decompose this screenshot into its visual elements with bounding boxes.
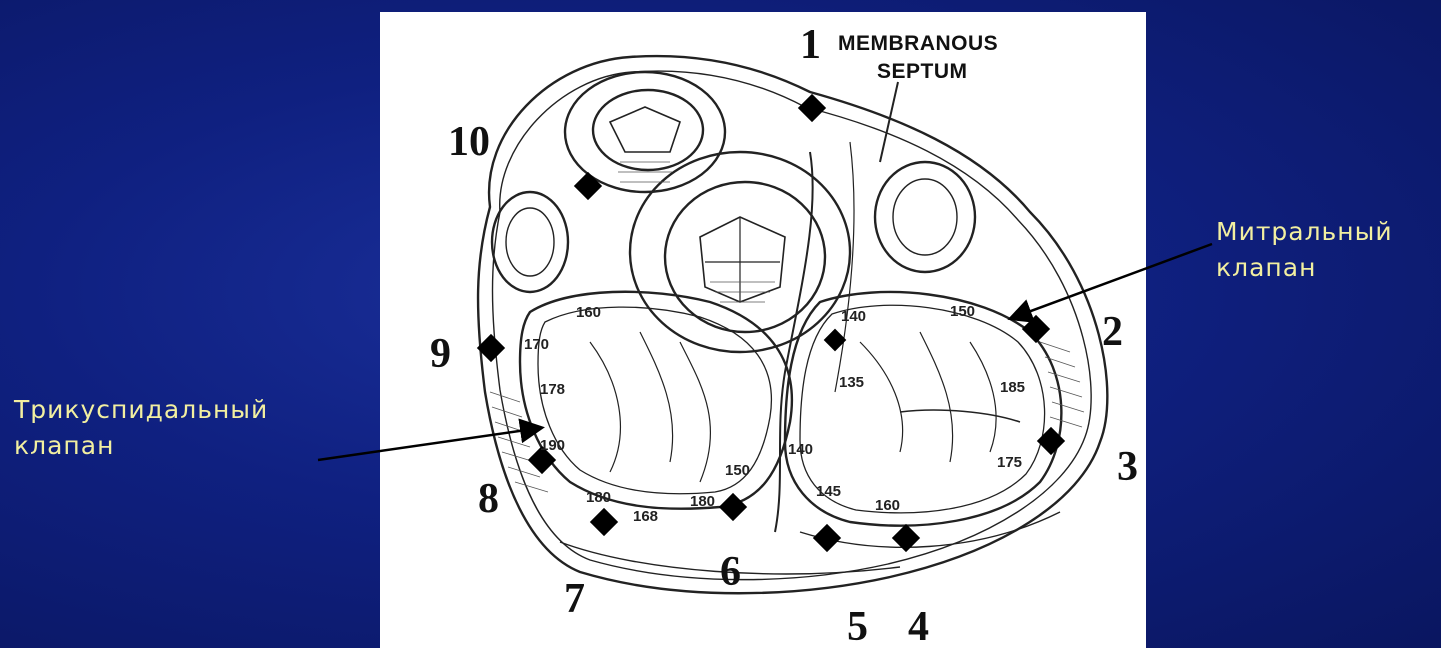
ref-number-9: 9 xyxy=(430,331,451,377)
measure-mitral-8: 135 xyxy=(839,374,864,391)
diamond-marker-2 xyxy=(1022,315,1050,343)
membranous-label-line1: MEMBRANOUS xyxy=(838,32,998,55)
mitral-label-line2: клапан xyxy=(1216,250,1393,286)
measure-mitral-1: 140 xyxy=(788,441,813,458)
measure-mitral-5: 185 xyxy=(1000,379,1025,396)
diamond-marker-6 xyxy=(719,493,747,521)
ref-number-2: 2 xyxy=(1102,309,1123,355)
ref-number-8: 8 xyxy=(478,476,499,522)
mitral-label-line1: Митральный xyxy=(1216,214,1393,250)
ref-number-6: 6 xyxy=(720,549,741,595)
measure-mitral-2: 145 xyxy=(816,483,841,500)
measure-tricuspid-top: 160 xyxy=(576,304,601,321)
measure-mitral-4: 175 xyxy=(997,454,1022,471)
measure-tricuspid-3: 190 xyxy=(540,437,565,454)
tricuspid-annulus xyxy=(520,292,792,509)
measure-mitral-6: 150 xyxy=(950,303,975,320)
ref-number-4: 4 xyxy=(908,604,929,648)
diamond-marker-5 xyxy=(813,524,841,552)
ref-number-3: 3 xyxy=(1117,444,1138,490)
measure-mitral-7: 140 xyxy=(841,308,866,325)
measure-mitral-3: 160 xyxy=(875,497,900,514)
tricuspid-label-line2: клапан xyxy=(14,428,268,464)
heart-valves-drawing: MEMBRANOUS SEPTUM 1 2 3 4 5 6 7 8 9 10 1… xyxy=(380,12,1146,648)
measure-tricuspid-2: 178 xyxy=(540,381,565,398)
ref-number-1: 1 xyxy=(800,22,821,68)
diamond-marker-7 xyxy=(590,508,618,536)
tricuspid-valve-label: Трикуспидальный клапан xyxy=(14,392,268,464)
ref-number-7: 7 xyxy=(564,576,585,622)
measure-tricuspid-1: 170 xyxy=(524,336,549,353)
membranous-pointer xyxy=(880,82,898,162)
diamond-marker-10 xyxy=(574,172,602,200)
measure-tricuspid-7: 150 xyxy=(725,462,750,479)
mitral-valve-label: Митральный клапан xyxy=(1216,214,1393,286)
ref-number-10: 10 xyxy=(448,119,490,165)
membranous-label-line2: SEPTUM xyxy=(877,60,968,83)
tricuspid-label-line1: Трикуспидальный xyxy=(14,392,268,428)
heart-outline xyxy=(478,56,1107,593)
measure-tricuspid-6: 180 xyxy=(690,493,715,510)
ref-number-5: 5 xyxy=(847,604,868,648)
measure-tricuspid-5: 168 xyxy=(633,508,658,525)
diamond-marker-1 xyxy=(798,94,826,122)
measure-tricuspid-4: 180 xyxy=(586,489,611,506)
heart-diagram-panel: MEMBRANOUS SEPTUM 1 2 3 4 5 6 7 8 9 10 1… xyxy=(380,12,1146,648)
